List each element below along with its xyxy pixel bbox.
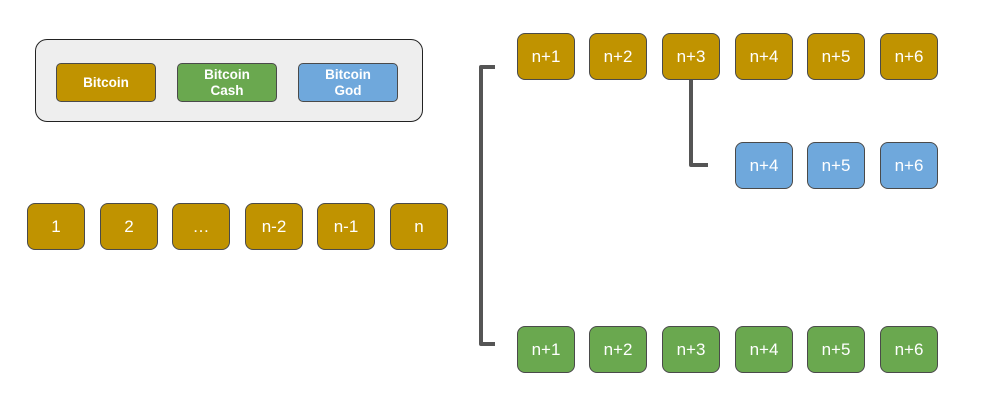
- split-bracket: [479, 65, 495, 346]
- main-chain-block: 1: [27, 203, 85, 250]
- upper-branch-block: n+3: [662, 33, 720, 80]
- main-chain-block: …: [172, 203, 230, 250]
- main-chain-block: 2: [100, 203, 158, 250]
- fork-branch-block: n+4: [735, 142, 793, 189]
- main-chain-block: n: [390, 203, 448, 250]
- fork-branch-block: n+5: [807, 142, 865, 189]
- upper-branch-block: n+5: [807, 33, 865, 80]
- lower-branch-block: n+3: [662, 326, 720, 373]
- upper-branch-block: n+4: [735, 33, 793, 80]
- upper-branch-block: n+1: [517, 33, 575, 80]
- legend-bitcoin-cash: Bitcoin Cash: [177, 63, 277, 102]
- main-chain-block: n-1: [317, 203, 375, 250]
- fork-connector: [689, 80, 708, 167]
- lower-branch-block: n+2: [589, 326, 647, 373]
- upper-branch-block: n+6: [880, 33, 938, 80]
- lower-branch-block: n+5: [807, 326, 865, 373]
- legend-box: Bitcoin Bitcoin Cash Bitcoin God: [35, 39, 423, 122]
- legend-bitcoin-god: Bitcoin God: [298, 63, 398, 102]
- lower-branch-block: n+1: [517, 326, 575, 373]
- main-chain-block: n-2: [245, 203, 303, 250]
- upper-branch-block: n+2: [589, 33, 647, 80]
- fork-branch-block: n+6: [880, 142, 938, 189]
- lower-branch-block: n+4: [735, 326, 793, 373]
- lower-branch-block: n+6: [880, 326, 938, 373]
- legend-bitcoin: Bitcoin: [56, 63, 156, 102]
